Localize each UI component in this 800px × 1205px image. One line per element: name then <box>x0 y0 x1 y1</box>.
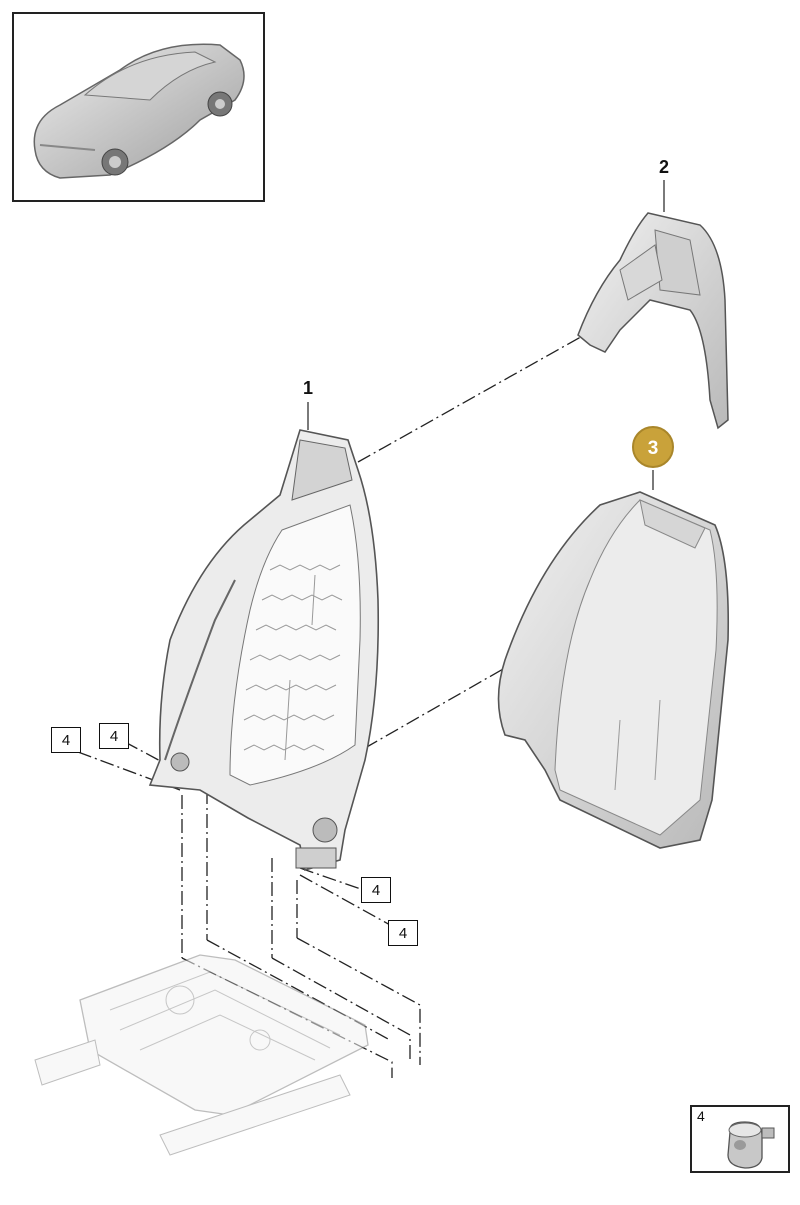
label-ticks <box>307 180 665 490</box>
fastener-inset-frame <box>690 1105 790 1173</box>
seat-base <box>34 954 369 1156</box>
part-back-shell[interactable] <box>497 491 730 849</box>
vehicle-thumbnail-frame <box>12 12 265 202</box>
callout-fastener-c[interactable]: 4 <box>361 877 391 903</box>
callout-back-shell[interactable]: 3 <box>632 426 674 468</box>
callout-fastener-b[interactable]: 4 <box>99 723 129 749</box>
vehicle-thumbnail <box>33 43 245 179</box>
part-upper-trim[interactable] <box>577 212 729 430</box>
callout-fastener-a[interactable]: 4 <box>51 727 81 753</box>
inset-part-number: 4 <box>697 1108 705 1124</box>
callout-upper-trim[interactable]: 2 <box>658 157 669 177</box>
part-backrest-frame[interactable] <box>148 429 380 872</box>
callout-backrest-frame[interactable]: 1 <box>302 378 313 398</box>
callout-fastener-d[interactable]: 4 <box>388 920 418 946</box>
fastener-illustration <box>727 1121 775 1169</box>
